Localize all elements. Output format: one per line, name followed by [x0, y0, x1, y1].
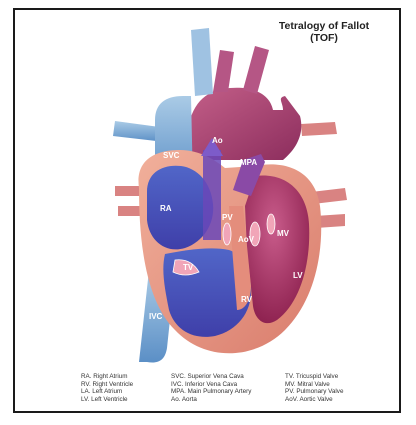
abbreviation-legend: RA. Right Atrium RV. Right Ventricle LA.…: [81, 373, 391, 413]
title-line-2: (TOF): [259, 32, 389, 44]
legend-item: PV. Pulmonary Valve: [285, 388, 343, 396]
label-ra: RA: [160, 204, 172, 213]
legend-item: RA. Right Atrium: [81, 373, 133, 381]
legend-item: RV. Right Ventricle: [81, 381, 133, 389]
aortic-branches: [191, 28, 269, 96]
legend-item: MV. Mitral Valve: [285, 381, 343, 389]
heart-illustration: Ao SVC MPA RA PV AoV MV TV LV RV IVC: [15, 10, 399, 411]
label-ao: Ao: [212, 136, 223, 145]
legend-column-3: TV. Tricuspid Valve MV. Mitral Valve PV.…: [285, 373, 343, 403]
legend-item: SVC. Superior Vena Cava: [171, 373, 251, 381]
legend-item: TV. Tricuspid Valve: [285, 373, 343, 381]
legend-item: LA. Left Atrium: [81, 388, 133, 396]
label-mv: MV: [277, 229, 290, 238]
label-pv: PV: [222, 213, 233, 222]
title-line-1: Tetralogy of Fallot: [259, 20, 389, 32]
aortic-flow: [203, 150, 221, 240]
diagram-title: Tetralogy of Fallot (TOF): [259, 20, 389, 44]
label-rv: RV: [241, 295, 253, 304]
label-svc: SVC: [163, 151, 180, 160]
aorta: [185, 88, 301, 160]
legend-item: MPA. Main Pulmonary Artery: [171, 388, 251, 396]
label-tv: TV: [183, 263, 194, 272]
label-ivc: IVC: [149, 312, 163, 321]
legend-item: IVC. Inferior Vena Cava: [171, 381, 251, 389]
legend-column-2: SVC. Superior Vena Cava IVC. Inferior Ve…: [171, 373, 251, 403]
image-frame: Ao SVC MPA RA PV AoV MV TV LV RV IVC Tet…: [13, 8, 401, 413]
label-aov: AoV: [238, 235, 255, 244]
label-lv: LV: [293, 271, 303, 280]
legend-item: AoV. Aortic Valve: [285, 396, 343, 404]
legend-column-1: RA. Right Atrium RV. Right Ventricle LA.…: [81, 373, 133, 403]
legend-item: Ao. Aorta: [171, 396, 251, 404]
label-mpa: MPA: [240, 158, 257, 167]
legend-item: LV. Left Ventricle: [81, 396, 133, 404]
